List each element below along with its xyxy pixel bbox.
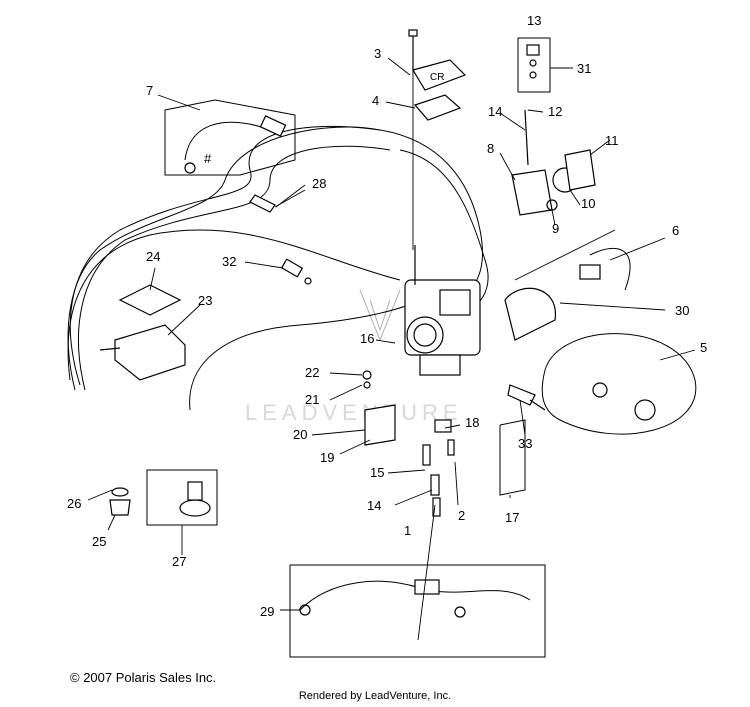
callout-4: 4 (372, 93, 379, 108)
top-cover: CR (408, 29, 467, 91)
sensor-housing (511, 149, 596, 216)
choke-plunger (507, 384, 546, 411)
watermark-logo (359, 289, 401, 342)
callout-10: 10 (581, 196, 595, 211)
callout-28: 28 (312, 176, 326, 191)
callout-30: 30 (675, 303, 689, 318)
drain-plug (109, 487, 131, 516)
throttle-cover (504, 287, 556, 341)
callout-6: 6 (672, 223, 679, 238)
vent-fitting (517, 37, 551, 93)
callout-21: 21 (305, 392, 319, 407)
callout-18: 18 (465, 415, 479, 430)
callout-23: 23 (198, 293, 212, 308)
callout-25: 25 (92, 534, 106, 549)
vent-hose-kit (299, 579, 531, 618)
pump-diaphragm (179, 481, 211, 517)
fuel-fitting (280, 258, 312, 285)
callout-17: 17 (505, 510, 519, 525)
float-bowl-gasket (118, 284, 182, 316)
float-bowl (99, 324, 186, 381)
callout-15: 15 (370, 465, 384, 480)
callout-14-lower: 14 (367, 498, 381, 513)
choke-valve-assembly (362, 370, 396, 446)
callout-29: 29 (260, 604, 274, 619)
jets-and-screws (422, 419, 526, 517)
callout-20: 20 (293, 427, 307, 442)
throttle-position-cable (164, 99, 296, 176)
callout-22: 22 (305, 365, 319, 380)
copyright-notice: © 2007 Polaris Sales Inc. (70, 670, 217, 685)
callout-32: 32 (222, 254, 236, 269)
hash-marker: # (204, 151, 212, 166)
leader-lines (87, 57, 696, 641)
watermark-text: LEADVENTURE (245, 400, 463, 425)
callout-33: 33 (518, 436, 532, 451)
callout-12: 12 (548, 104, 562, 119)
callout-7: 7 (146, 83, 153, 98)
svg-text:CR: CR (430, 72, 444, 83)
accelerator-pump-box (146, 469, 218, 526)
callout-11: 11 (605, 133, 619, 148)
choke-assembly-group (541, 333, 697, 435)
callout-16: 16 (360, 331, 374, 346)
callout-3: 3 (374, 46, 381, 61)
cover-gasket (413, 94, 462, 121)
callout-19: 19 (320, 450, 334, 465)
callout-2: 2 (458, 508, 465, 523)
vent-hose-kit-box (289, 564, 546, 658)
callout-24: 24 (146, 249, 160, 264)
vent-hoses (67, 125, 489, 411)
callout-9: 9 (552, 221, 559, 236)
jet-needle (524, 109, 529, 166)
throttle-cable (514, 229, 631, 291)
callout-27: 27 (172, 554, 186, 569)
callout-14-upper: 14 (488, 104, 502, 119)
idle-screw-assembly (249, 189, 306, 213)
carburetor-body (404, 245, 481, 376)
callout-26: 26 (67, 496, 81, 511)
callout-13: 13 (527, 13, 541, 28)
callout-5: 5 (700, 340, 707, 355)
callout-1: 1 (404, 523, 411, 538)
callout-31: 31 (577, 61, 591, 76)
rendered-by-credit: Rendered by LeadVenture, Inc. (298, 690, 452, 702)
callout-8: 8 (487, 141, 494, 156)
